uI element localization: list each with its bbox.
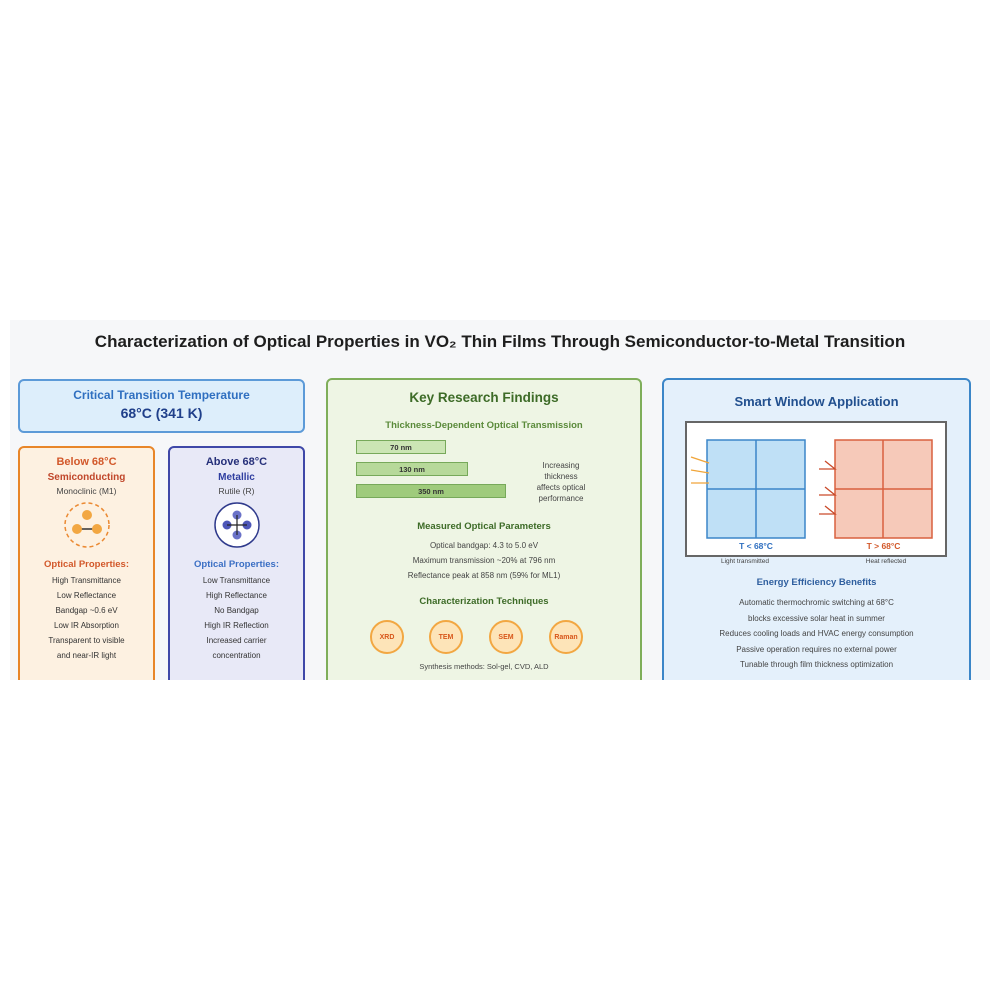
window-diagram: T < 68°C T > 68°C: [685, 421, 947, 557]
note-line: Increasing: [542, 461, 580, 470]
below-transition-card: Below 68°C Semiconducting Monoclinic (M1…: [18, 446, 155, 680]
infographic: Characterization of Optical Properties i…: [10, 320, 990, 680]
findings-title: Key Research Findings: [409, 390, 559, 405]
monoclinic-structure-icon: [63, 502, 110, 548]
prop: Low Reflectance: [56, 591, 117, 600]
prop: Low Transmittance: [202, 576, 271, 585]
technique-raman: Raman: [549, 620, 583, 654]
param: Optical bandgap: 4.3 to 5.0 eV: [429, 541, 539, 550]
above-props-title: Optical Properties:: [194, 559, 279, 570]
prop: and near-IR light: [56, 651, 117, 660]
benefit: Reduces cooling loads and HVAC energy co…: [719, 629, 914, 638]
prop: High Transmittance: [52, 576, 121, 585]
window-illustration: [690, 439, 933, 539]
prop: Increased carrier: [206, 636, 267, 645]
above-phase: Rutile (R): [218, 486, 255, 496]
prop: High IR Reflection: [204, 621, 269, 630]
below-state: Semiconducting: [47, 472, 126, 483]
techniques-title: Characterization Techniques: [419, 596, 549, 607]
note-line: affects optical: [536, 483, 586, 492]
prop: High Reflectance: [206, 591, 267, 600]
critical-label: Critical Transition Temperature: [73, 388, 250, 402]
hot-caption: Heat reflected: [865, 558, 907, 565]
param: Maximum transmission ~20% at 796 nm: [412, 556, 556, 565]
param: Reflectance peak at 858 nm (59% for ML1): [407, 571, 561, 580]
synthesis-methods: Synthesis methods: Sol-gel, CVD, ALD: [419, 662, 549, 671]
benefit: Automatic thermochromic switching at 68°…: [739, 598, 894, 607]
prop: Transparent to visible: [48, 636, 125, 645]
benefits-title: Energy Efficiency Benefits: [756, 577, 877, 588]
thickness-bar: 350 nm: [356, 484, 506, 498]
critical-temperature-box: Critical Transition Temperature 68°C (34…: [18, 379, 305, 433]
cold-state-label: T < 68°C: [739, 541, 773, 551]
benefit: Tunable through film thickness optimizat…: [739, 660, 894, 669]
benefit: blocks excessive solar heat in summer: [748, 613, 885, 623]
below-props-title: Optical Properties:: [44, 559, 129, 570]
prop: Bandgap ~0.6 eV: [55, 606, 118, 615]
window-title: Smart Window Application: [734, 394, 899, 409]
thickness-title: Thickness-Dependent Optical Transmission: [385, 420, 583, 431]
note-line: performance: [538, 494, 584, 503]
note-line: thickness: [544, 472, 578, 481]
page-title: Characterization of Optical Properties i…: [94, 332, 906, 351]
cold-caption: Light transmitted: [720, 558, 770, 565]
rutile-structure-icon: [213, 502, 260, 548]
params-list: Optical bandgap: 4.3 to 5.0 eV Maximum tr…: [328, 538, 640, 583]
benefit: Passive operation requires no external p…: [736, 644, 897, 654]
prop: Low IR Absorption: [54, 621, 119, 630]
above-transition-card: Above 68°C Metallic Rutile (R) Optical P…: [168, 446, 305, 680]
prop: concentration: [212, 651, 261, 660]
params-title: Measured Optical Parameters: [417, 521, 551, 532]
above-heading: Above 68°C: [205, 456, 268, 468]
thickness-bar: 70 nm: [356, 440, 446, 454]
thickness-note: Increasing thickness affects optical perfor…: [526, 460, 596, 504]
above-state: Metallic: [218, 472, 255, 483]
below-heading: Below 68°C: [56, 456, 117, 468]
thickness-bar: 130 nm: [356, 462, 468, 476]
below-phase: Monoclinic (M1): [56, 486, 117, 496]
critical-value: 68°C (341 K): [120, 405, 203, 421]
technique-xrd: XRD: [370, 620, 404, 654]
key-findings-panel: Key Research Findings Thickness-Dependen…: [326, 378, 642, 680]
technique-sem: SEM: [489, 620, 523, 654]
hot-state-label: T > 68°C: [866, 541, 901, 551]
benefits-list: Automatic thermochromic switching at 68°…: [664, 595, 969, 673]
prop: No Bandgap: [214, 606, 259, 615]
smart-window-panel: Smart Window Application T < 68°C T > 68…: [662, 378, 971, 680]
technique-tem: TEM: [429, 620, 463, 654]
